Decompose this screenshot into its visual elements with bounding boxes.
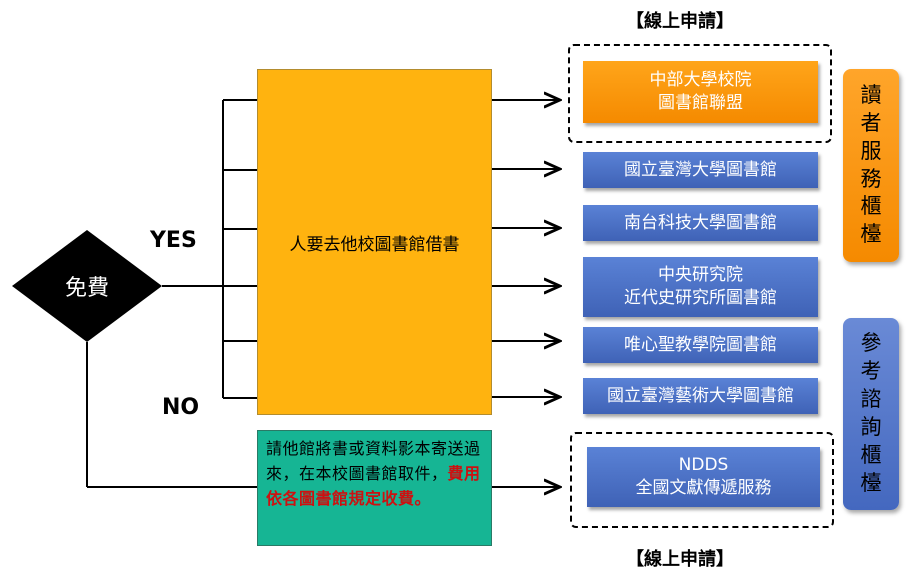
online-application-label-top: 【線上申請】 (626, 11, 734, 32)
library-line: 國立臺灣大學圖書館 (624, 159, 777, 180)
library-weixin-college[interactable]: 唯心聖教學院圖書館 (583, 327, 818, 363)
library-line: 南台科技大學圖書館 (624, 212, 777, 233)
borrow-at-other-library-box: 人要去他校圖書館借書 (257, 69, 492, 415)
tab-char: 者 (860, 110, 882, 135)
tab-char: 櫃 (860, 442, 882, 467)
reader-service-desk-tab: 讀 者 服 務 櫃 檯 (843, 69, 899, 262)
library-line: 唯心聖教學院圖書館 (624, 334, 777, 355)
ndds-subtitle: 全國文獻傳遞服務 (635, 478, 772, 498)
tab-char: 考 (860, 359, 882, 384)
tab-char: 諮 (860, 387, 882, 412)
no-label: NO (162, 395, 200, 420)
online-frame-ndds (570, 432, 834, 528)
tab-char: 櫃 (860, 194, 882, 219)
fee-note: 費用依各圖書館規定收費。 (266, 463, 481, 508)
library-line: 近代史研究所圖書館 (624, 288, 777, 308)
library-stust[interactable]: 南台科技大學圖書館 (583, 205, 818, 241)
borrow-at-other-library-label: 人要去他校圖書館借書 (289, 234, 460, 255)
library-line: 圖書館聯盟 (658, 93, 743, 113)
library-central-consortium[interactable]: 中部大學校院 圖書館聯盟 (583, 61, 818, 123)
reference-desk-tab: 參 考 諮 詢 櫃 檯 (843, 318, 899, 510)
library-sinica-modern-history[interactable]: 中央研究院 近代史研究所圖書館 (583, 257, 818, 317)
online-application-label-bottom: 【線上申請】 (626, 549, 734, 570)
yes-label: YES (150, 228, 197, 253)
tab-char: 詢 (860, 415, 882, 439)
online-frame-consortium (568, 44, 832, 143)
library-ntu[interactable]: 國立臺灣大學圖書館 (583, 152, 818, 188)
library-line: 國立臺灣藝術大學圖書館 (607, 385, 794, 406)
tab-char: 服 (860, 138, 882, 163)
decision-label: 免費 (64, 276, 109, 301)
document-delivery-box: 請他館將書或資料影本寄送過來，在本校圖書館取件，費用依各圖書館規定收費。 (257, 430, 492, 546)
decision-diamond (12, 230, 162, 342)
ndds-title: NDDS (678, 455, 729, 476)
tab-char: 參 (860, 331, 882, 356)
library-line: 中部大學校院 (649, 70, 752, 91)
tab-char: 讀 (860, 82, 882, 107)
tab-char: 檯 (860, 470, 882, 495)
document-delivery-text: 請他館將書或資料影本寄送過來，在本校圖書館取件， (266, 439, 481, 483)
library-ntua[interactable]: 國立臺灣藝術大學圖書館 (583, 378, 818, 414)
tab-char: 檯 (860, 222, 882, 247)
tab-char: 務 (860, 166, 882, 191)
ndds-service[interactable]: NDDS 全國文獻傳遞服務 (587, 447, 820, 507)
library-line: 中央研究院 (658, 265, 743, 286)
